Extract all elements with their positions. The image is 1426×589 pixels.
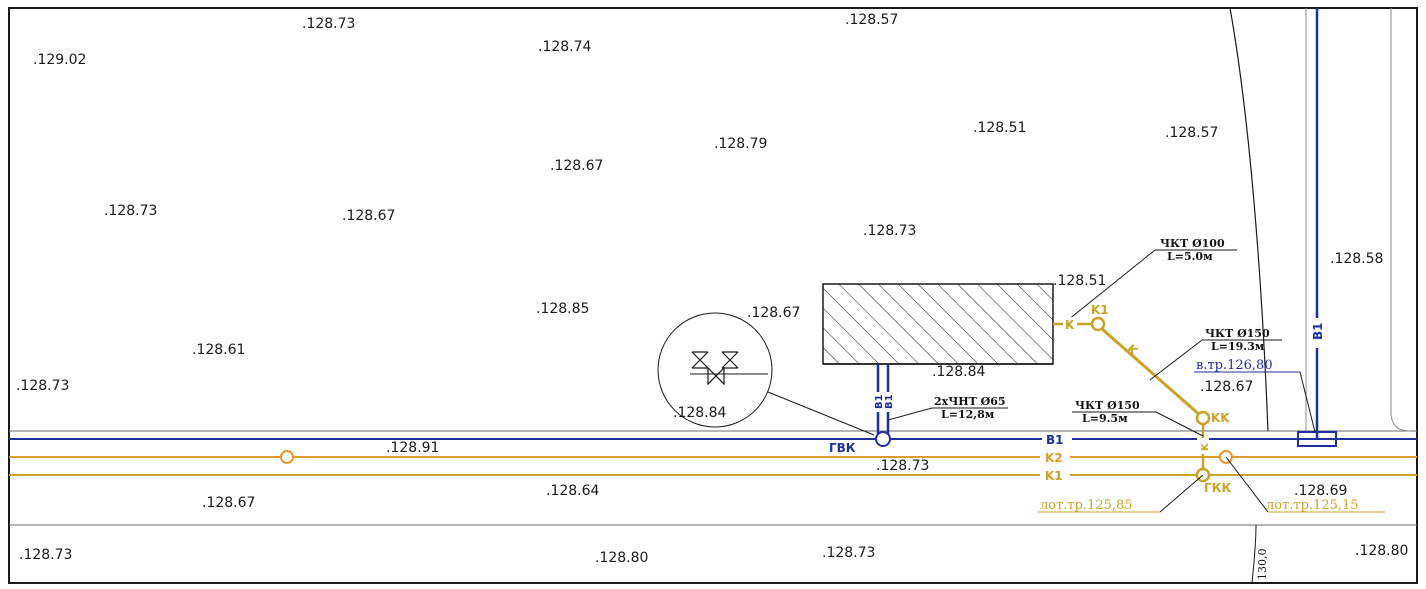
elevation-mark: .128.64	[546, 483, 600, 499]
elevation-mark: .128.67	[342, 208, 395, 224]
valve-icon	[691, 351, 739, 386]
leader-k100	[1062, 249, 1156, 325]
elevation-labels: .128.73 .128.57 .129.02 .128.74 .128.51 .128.…	[16, 12, 1408, 566]
leader-k150b	[1155, 411, 1204, 437]
leader-top	[1299, 371, 1316, 433]
valve-leader	[767, 391, 875, 436]
leader-gkk-b	[1225, 456, 1269, 513]
elevation-mark: .128.61	[192, 342, 245, 358]
drawing-frame	[8, 7, 1418, 584]
pipe-k150b-spec: ЧКТ Ø150	[1075, 399, 1140, 412]
elevation-mark: .128.73	[104, 203, 157, 219]
elevation-mark: .128.85	[536, 301, 589, 317]
water-chamber-symbol	[1297, 431, 1337, 447]
leader-water	[887, 407, 933, 421]
sewer-bottom-elevation-b: лот.тр.125,15	[1266, 498, 1359, 513]
valve-callout-circle	[657, 312, 773, 428]
elevation-mark: .128.57	[1165, 125, 1218, 141]
pipe-k100-spec: ЧКТ Ø100	[1160, 237, 1225, 250]
label-k-vertical: K	[1200, 442, 1211, 451]
label-b1-vertical: B1	[1311, 323, 1325, 341]
elevation-mark: .128.67	[1200, 379, 1253, 395]
well-k1-label: K1	[1091, 303, 1109, 317]
elevation-mark: .128.84	[673, 405, 727, 421]
elevation-mark: .128.73	[876, 458, 929, 474]
elevation-mark: .128.80	[1355, 543, 1408, 559]
contour-label: 130,0	[1256, 549, 1269, 581]
label-k2-main: K2	[1045, 451, 1063, 465]
elevation-mark: .128.73	[302, 16, 355, 32]
sewer-well-kk	[1195, 410, 1211, 426]
pipe-k100-length: L=5.0м	[1167, 250, 1213, 263]
elevation-mark: .128.73	[822, 545, 875, 561]
label-b1-main: B1	[1046, 433, 1064, 447]
label-k-diagonal: K	[1124, 342, 1141, 359]
sewer-well-k1	[1090, 316, 1106, 332]
label-k1-main: K1	[1045, 469, 1063, 483]
elevation-mark: .128.67	[550, 158, 603, 174]
well-kk-label: KK	[1211, 411, 1230, 425]
gvk-well-symbol	[875, 431, 891, 447]
sewer-bottom-elevation-a: лот.тр.125,85	[1040, 498, 1133, 513]
elevation-mark: .128.69	[1294, 483, 1347, 499]
elevation-mark: .128.57	[845, 12, 898, 28]
leader-k150	[1149, 339, 1203, 381]
elevation-mark: .128.73	[863, 223, 916, 239]
elevation-mark: .128.80	[595, 550, 648, 566]
pipe-k150-spec: ЧКТ Ø150	[1205, 327, 1270, 340]
leader-gkk-a	[1159, 474, 1204, 513]
label-b1-branch-a: B1	[874, 394, 885, 409]
elevation-mark: .128.79	[714, 136, 767, 152]
elevation-mark: .128.73	[16, 378, 69, 394]
elevation-mark: .128.58	[1330, 251, 1383, 267]
elevation-mark: .128.73	[19, 547, 72, 563]
sewer-diagonal-k	[1101, 327, 1202, 418]
elevation-mark: .128.91	[386, 440, 439, 456]
pipe-k150-length: L=19.3м	[1211, 340, 1265, 353]
well-gkk-label: ГКК	[1204, 481, 1231, 495]
label-k-stub: K	[1065, 318, 1075, 332]
elevation-mark: .128.67	[202, 495, 255, 511]
contour-line	[1251, 524, 1257, 584]
label-b1-branch-b: B1	[884, 394, 895, 409]
pipe-k150b-length: L=9.5м	[1082, 412, 1128, 425]
sewer-well-left	[280, 450, 294, 464]
elevation-mark: .128.84	[932, 364, 986, 380]
elevation-mark: .128.74	[538, 39, 592, 55]
water-top-elevation: в.тр.126,80	[1196, 358, 1273, 373]
right-curb	[1390, 8, 1411, 432]
pipe-water-spec: 2хЧНТ Ø65	[934, 395, 1006, 408]
elevation-mark: .128.51	[1053, 273, 1106, 289]
pipe-water-length: L=12,8м	[941, 408, 995, 421]
building-hatched	[822, 283, 1054, 365]
well-gvk-label: ГВК	[829, 441, 856, 455]
right-boundary-curve	[1229, 7, 1269, 432]
elevation-mark: .128.51	[973, 120, 1026, 136]
elevation-mark: .128.67	[747, 305, 800, 321]
elevation-mark: .129.02	[33, 52, 86, 68]
